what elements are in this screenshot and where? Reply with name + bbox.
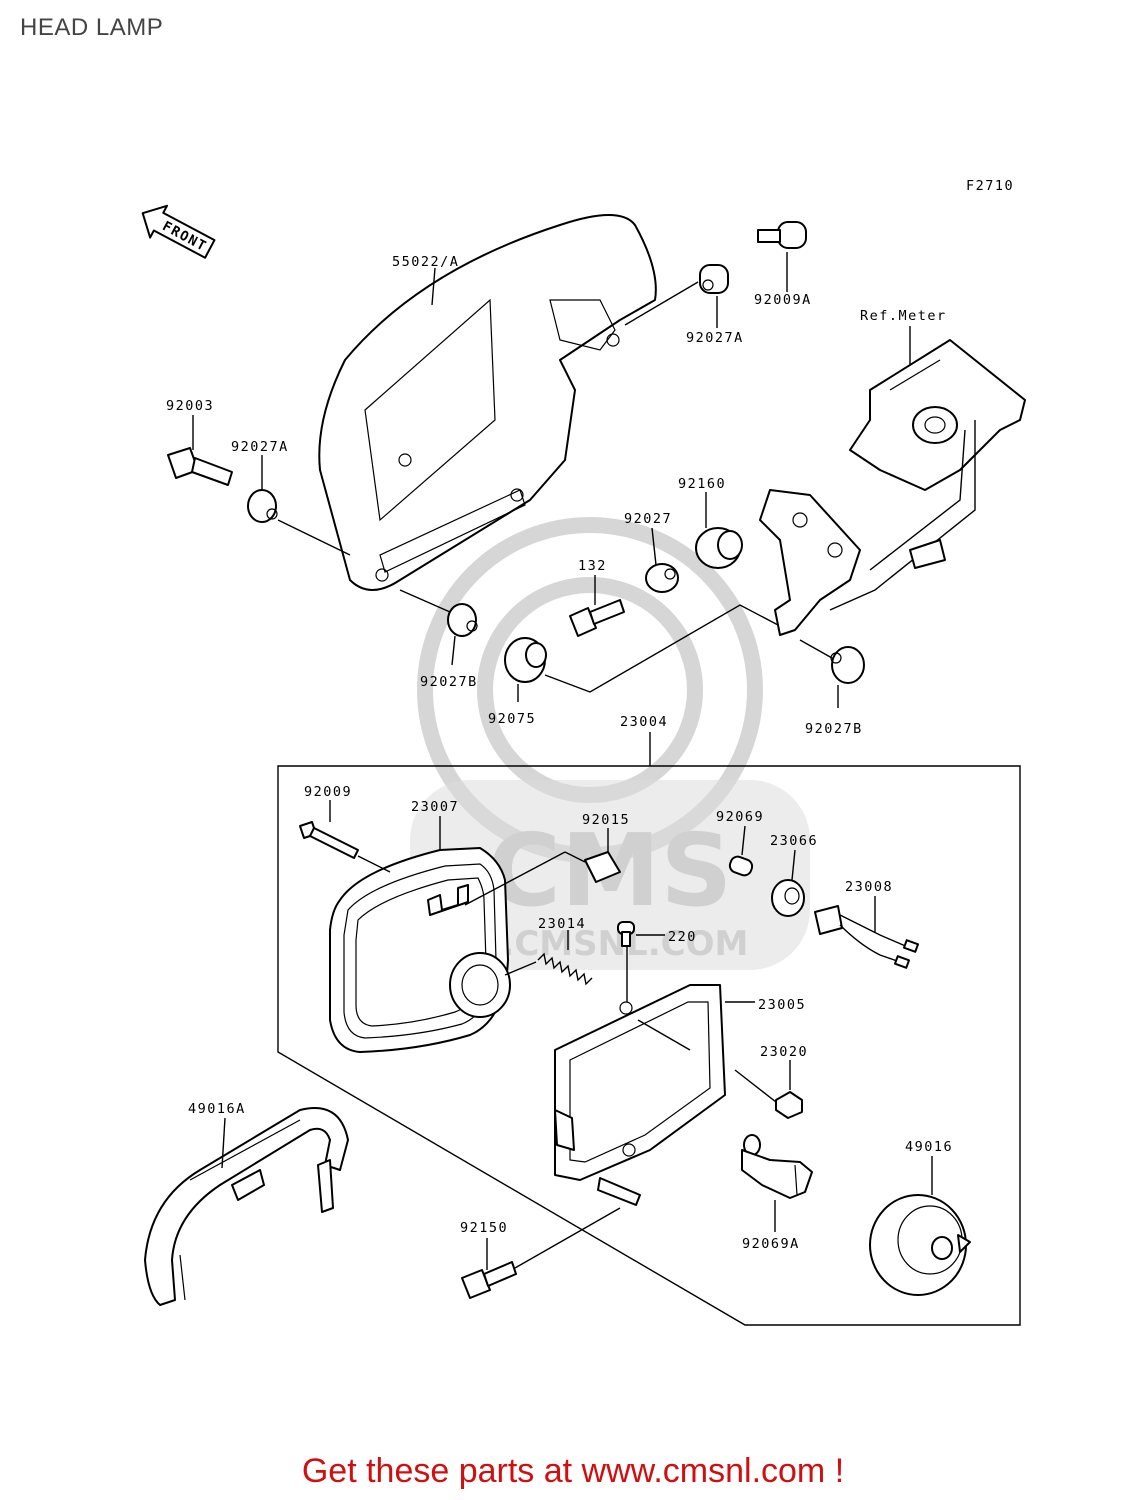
collar-92027a-top-part <box>699 264 729 294</box>
label-collar-92027: 92027 <box>624 511 672 527</box>
label-bolt-92150: 92150 <box>460 1220 508 1236</box>
bulb-92069-part <box>728 855 754 877</box>
label-trim-49016a: 49016A <box>188 1101 246 1117</box>
label-bolt-132: 132 <box>578 558 607 574</box>
label-nut-23020: 23020 <box>760 1044 808 1060</box>
part-labels: 55022/A 92009A 92027A Ref.Meter 92003 92… <box>166 254 953 1252</box>
screw-92009-part <box>299 821 359 859</box>
collar-92027b-left-part <box>447 603 478 637</box>
wiring-23008-part <box>814 905 920 969</box>
label-assy-23004: 23004 <box>620 714 668 730</box>
bolt-92003-part <box>167 447 233 486</box>
label-bolt-92003: 92003 <box>166 398 214 414</box>
label-collar-92027a-top: 92027A <box>686 330 744 346</box>
clip-92015-part <box>584 851 621 883</box>
label-bolt-92009a: 92009A <box>754 292 812 308</box>
headlamp-unit-part <box>329 847 511 1053</box>
bolt-92009a-part <box>757 221 807 249</box>
spring-23014-part <box>537 952 593 986</box>
label-ref-meter: Ref.Meter <box>860 308 947 324</box>
label-screw-220: 220 <box>668 929 697 945</box>
nut-23020-part <box>775 1091 803 1119</box>
exploded-parts-diagram: CMS WWW.CMSNL.COM F2710 FRONT <box>141 178 1026 1326</box>
bolt-132-part <box>569 599 625 637</box>
label-cap-49016: 49016 <box>905 1139 953 1155</box>
upper-cowl-part <box>318 214 657 591</box>
collar-92027-part <box>645 563 679 593</box>
label-spring-23014: 23014 <box>538 916 586 932</box>
assembly-frame <box>277 765 1021 1326</box>
label-damper-92160: 92160 <box>678 476 726 492</box>
cap-49016-part <box>869 1194 971 1296</box>
damper-92160-part <box>695 527 743 569</box>
label-wiring-23008: 23008 <box>845 879 893 895</box>
label-clip-92015: 92015 <box>582 812 630 828</box>
label-collar-92027b-left: 92027B <box>420 674 478 690</box>
collar-92027a-left-part <box>247 489 278 523</box>
bulb-92069a-part <box>741 1134 813 1199</box>
label-rim-23005: 23005 <box>758 997 806 1013</box>
label-damper-92075: 92075 <box>488 711 536 727</box>
label-cowl: 55022/A <box>392 254 459 270</box>
leader-lines <box>192 252 933 1270</box>
socket-23066-part <box>771 879 805 917</box>
page-title: HEAD LAMP <box>20 14 164 41</box>
front-arrow-icon: FRONT <box>141 204 216 259</box>
label-bulb-92069: 92069 <box>716 809 764 825</box>
lamp-rim-23005-part <box>554 984 726 1206</box>
label-bulb-92069a: 92069A <box>742 1236 800 1252</box>
bolt-92150-part <box>461 1261 517 1299</box>
label-screw-92009: 92009 <box>304 784 352 800</box>
collar-92027b-right-part <box>830 646 865 684</box>
damper-92075-part <box>504 637 547 683</box>
label-headlamp-23007: 23007 <box>411 799 459 815</box>
label-collar-92027b-right: 92027B <box>805 721 863 737</box>
footer-link[interactable]: Get these parts at www.cmsnl.com ! <box>301 1452 845 1490</box>
figure-code: F2710 <box>966 178 1014 194</box>
meter-bracket-part <box>759 339 1026 636</box>
trim-49016a-part <box>144 1107 349 1306</box>
label-collar-92027a-left: 92027A <box>231 439 289 455</box>
screw-220-part <box>617 921 635 947</box>
label-socket-23066: 23066 <box>770 833 818 849</box>
